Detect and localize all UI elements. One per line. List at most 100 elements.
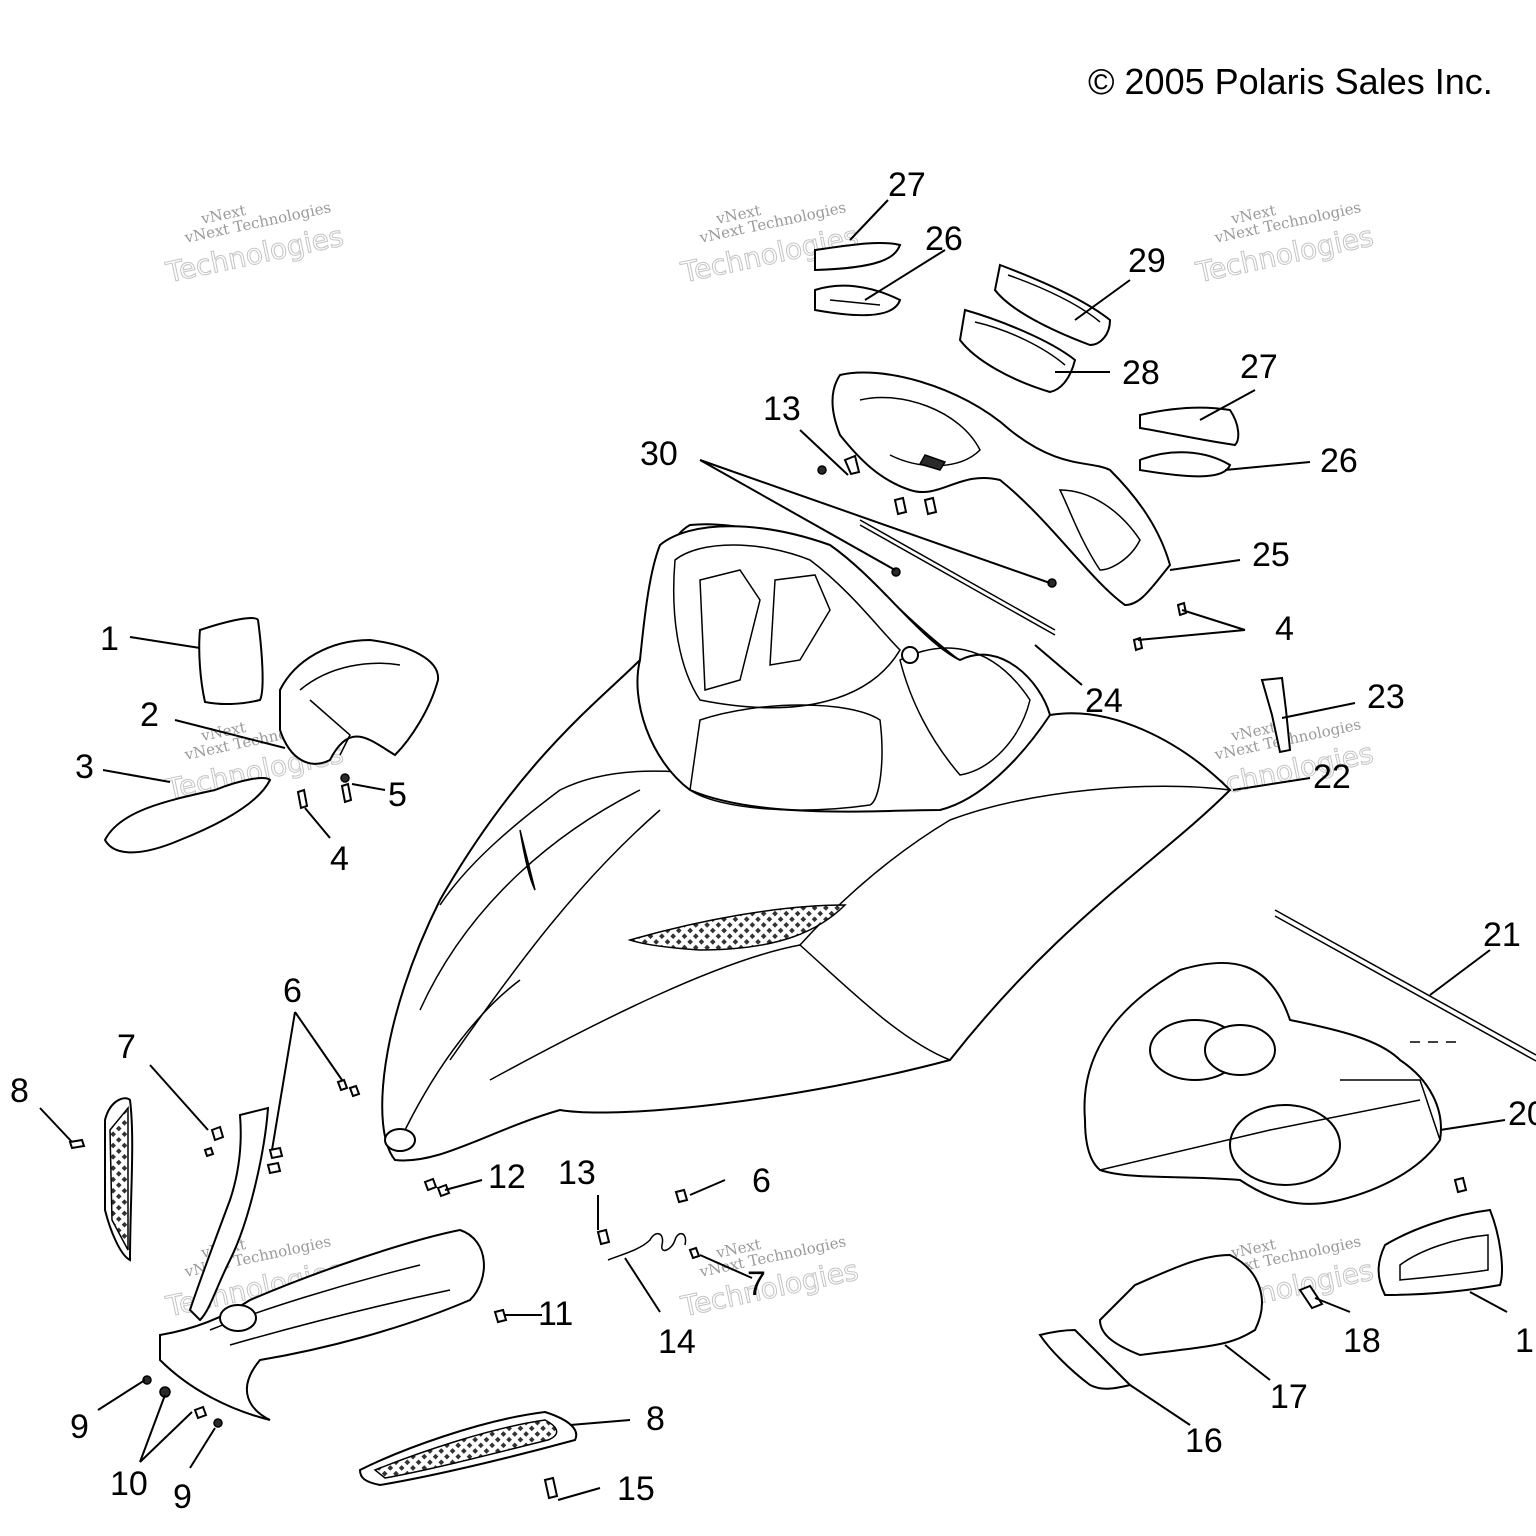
fastener xyxy=(210,1125,225,1142)
copyright-text: © 2005 Polaris Sales Inc. xyxy=(1088,61,1493,102)
fastener-group xyxy=(68,1078,701,1500)
fastener xyxy=(266,1161,282,1175)
bumper-assembly xyxy=(68,1078,701,1500)
cowl-fastener xyxy=(901,646,919,664)
mirror-housing-left xyxy=(814,284,902,317)
trim-strip xyxy=(859,519,1056,631)
headlight-housing-detail xyxy=(309,699,351,756)
airbox-duct-inner xyxy=(1399,1234,1489,1281)
watermark: vNext vNext Technologies Technologies xyxy=(162,198,347,290)
callout-9: 9 xyxy=(173,1478,192,1516)
heat-shield xyxy=(1098,1253,1263,1357)
fastener xyxy=(336,1078,349,1092)
fastener xyxy=(203,1146,215,1158)
screw xyxy=(1132,636,1144,652)
callout-13: 13 xyxy=(558,1154,596,1192)
callout-27: 27 xyxy=(1240,348,1278,386)
clip xyxy=(1298,1284,1324,1310)
airbox-assembly xyxy=(1038,676,1536,1390)
watermark: vNext vNext Technologies Technologies xyxy=(1192,198,1377,290)
mirror-housing-right xyxy=(1139,451,1232,478)
console-detail xyxy=(1058,489,1141,571)
callout-11: 11 xyxy=(538,1295,573,1333)
callout-7: 7 xyxy=(117,1028,136,1066)
fastener xyxy=(596,1228,611,1246)
callout-5: 5 xyxy=(388,776,407,814)
callout-21: 21 xyxy=(1483,916,1521,954)
callout-29: 29 xyxy=(1128,242,1166,280)
nut xyxy=(213,1418,223,1428)
cowl-window xyxy=(699,569,761,691)
bumper-emblem xyxy=(219,1304,257,1332)
airbox-duct xyxy=(1377,1208,1503,1297)
fastener xyxy=(268,1146,284,1160)
side-vent-mesh xyxy=(109,1105,129,1251)
mirror-glass-left xyxy=(814,241,902,272)
latch xyxy=(1260,676,1292,754)
airbox-detail xyxy=(1340,1079,1441,1141)
callout-6: 6 xyxy=(283,972,302,1010)
mirror-housing-detail xyxy=(829,299,881,306)
screw xyxy=(1176,601,1188,617)
nose-emblem xyxy=(384,1128,416,1152)
callout-24: 24 xyxy=(1085,682,1123,720)
callout-16: 16 xyxy=(1185,1422,1223,1460)
callout-20: 20 xyxy=(1508,1095,1536,1133)
callout-10: 10 xyxy=(110,1465,148,1503)
nut xyxy=(340,773,350,783)
callout-1: 1 xyxy=(100,620,119,658)
fastener xyxy=(1453,1176,1468,1194)
fastener xyxy=(674,1188,689,1204)
gauge-bezel xyxy=(958,308,1077,394)
screw-group xyxy=(817,454,1188,652)
headlight-left-assembly xyxy=(103,617,440,854)
cowl-inner xyxy=(689,704,883,811)
callout-23: 23 xyxy=(1367,678,1405,716)
callout-labels: 27 26 29 28 27 13 30 26 25 4 1 24 23 2 3… xyxy=(10,166,1536,1516)
fastener xyxy=(688,1246,701,1260)
callout-8: 8 xyxy=(646,1400,665,1438)
callout-4: 4 xyxy=(330,840,349,878)
airbox-chamber xyxy=(1204,1024,1276,1076)
callout-18: 18 xyxy=(1343,1322,1381,1360)
side-panel-left xyxy=(103,777,272,854)
fastener xyxy=(493,1308,508,1324)
cowl-side xyxy=(899,647,1031,776)
callout-7: 7 xyxy=(747,1265,766,1303)
callout-3: 3 xyxy=(75,748,94,786)
callout-27: 27 xyxy=(888,166,926,204)
cowl-window xyxy=(769,574,831,666)
callout-12: 12 xyxy=(488,1158,526,1196)
fastener xyxy=(193,1405,208,1420)
gauge-lens-detail xyxy=(1007,274,1101,323)
console-cover xyxy=(831,371,1172,607)
screw xyxy=(296,788,309,810)
hood-vent-mesh xyxy=(627,904,847,951)
hood-panel-line xyxy=(419,789,641,1011)
gauge-lens xyxy=(993,263,1112,347)
callout-9: 9 xyxy=(70,1408,89,1446)
screw xyxy=(340,782,353,804)
windshield-cowl xyxy=(636,525,1052,813)
callout-25: 25 xyxy=(1252,536,1290,574)
spring xyxy=(607,1233,687,1261)
callout-28: 28 xyxy=(1122,354,1160,392)
callout-26: 26 xyxy=(925,220,963,258)
callout-2: 2 xyxy=(140,696,159,734)
headlight-housing-detail xyxy=(299,662,401,691)
fastener xyxy=(423,1177,438,1192)
nut xyxy=(142,1375,152,1385)
airbox-detail xyxy=(1099,1099,1421,1171)
console-slot xyxy=(918,454,947,471)
callout-13: 13 xyxy=(763,390,801,428)
bumper-bracket xyxy=(188,1106,270,1322)
callout-15: 15 xyxy=(617,1470,655,1508)
callout-26: 26 xyxy=(1320,442,1358,480)
gauge-bezel-detail xyxy=(974,321,1066,366)
hood-panel-line xyxy=(489,944,951,1081)
hood-panel-line xyxy=(404,979,521,1131)
callout-17: 17 xyxy=(1270,1378,1308,1416)
hood-seal-strip xyxy=(1274,915,1536,1062)
callout-8: 8 xyxy=(10,1072,29,1110)
screw xyxy=(893,496,908,516)
